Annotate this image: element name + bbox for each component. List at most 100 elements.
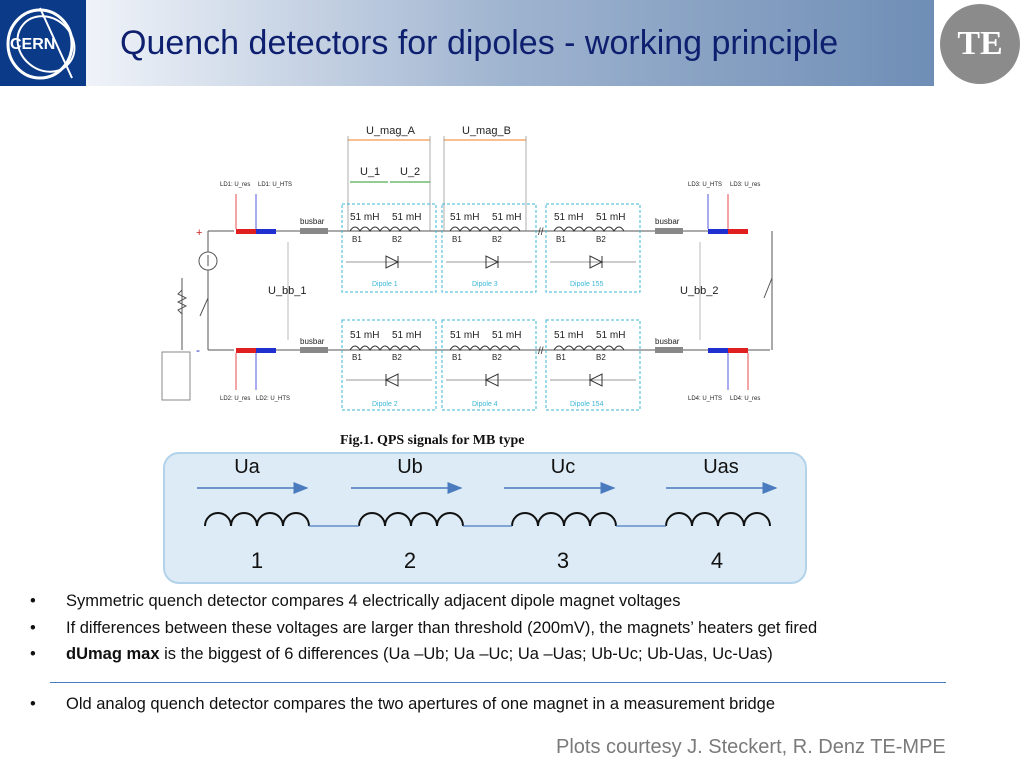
te-logo: TE xyxy=(940,4,1020,84)
cern-logo-graphic: CERN xyxy=(6,7,76,80)
header-bar xyxy=(0,0,934,86)
svg-text:51 mH: 51 mH xyxy=(492,330,521,341)
voltage-label-ub: Ub xyxy=(397,456,423,478)
bullet-text: dUmag max is the biggest of 6 difference… xyxy=(66,645,773,664)
svg-text:B1: B1 xyxy=(556,353,566,362)
svg-text:51 mH: 51 mH xyxy=(450,212,479,223)
bullet-text: Symmetric quench detector compares 4 ele… xyxy=(66,592,681,610)
right-switch-icon xyxy=(763,277,773,299)
u-bb-2-label: U_bb_2 xyxy=(680,285,719,297)
svg-text:Dipole 155: Dipole 155 xyxy=(570,281,604,288)
svg-text:B2: B2 xyxy=(392,353,402,362)
magnet-coil-1 xyxy=(204,512,310,527)
svg-text:51 mH: 51 mH xyxy=(450,330,479,341)
magnet-coil-2 xyxy=(358,512,464,527)
divider-line xyxy=(50,682,946,683)
svg-text:Dipole 154: Dipole 154 xyxy=(570,401,604,408)
busbar-top-right xyxy=(655,228,683,234)
svg-text:51 mH: 51 mH xyxy=(554,212,583,223)
u-1-label: U_1 xyxy=(360,166,380,178)
svg-text:51 mH: 51 mH xyxy=(392,330,421,341)
svg-text:51 mH: 51 mH xyxy=(350,330,379,341)
bullet-dot: • xyxy=(30,592,36,610)
detector-label: LD4: U_HTS xyxy=(688,396,722,402)
svg-text:51 mH: 51 mH xyxy=(392,212,421,223)
magnet-chain-panel: Ua Ub Uc Uas 1 2 3 4 xyxy=(163,452,807,584)
magnet-number-4: 4 xyxy=(710,548,724,573)
svg-text:B2: B2 xyxy=(596,353,606,362)
svg-text:B1: B1 xyxy=(352,353,362,362)
svg-text:B2: B2 xyxy=(492,235,502,244)
svg-text:B2: B2 xyxy=(596,235,606,244)
voltage-label-ua: Ua xyxy=(234,456,260,478)
detector-label: LD2: U_HTS xyxy=(256,396,290,402)
svg-text:B1: B1 xyxy=(452,235,462,244)
busbar-top-left xyxy=(300,228,328,234)
detector-label: LD4: U_res xyxy=(730,396,760,402)
figure-caption: Fig.1. QPS signals for MB type xyxy=(340,433,525,448)
slide-title: Quench detectors for dipoles - working p… xyxy=(120,24,839,62)
voltage-label-uas: Uas xyxy=(703,456,739,478)
bullet-text: Old analog quench detector compares the … xyxy=(66,695,776,713)
break-mark-top: // xyxy=(538,227,544,238)
dipole-box-top-2: 51 mH 51 mH B1 B2 Dipole 3 xyxy=(441,203,537,293)
busbar-bottom-right xyxy=(655,347,683,353)
u-mag-b-label: U_mag_B xyxy=(462,125,511,137)
lead-hts-bottom-right xyxy=(708,348,728,353)
busbar-bottom-left xyxy=(300,347,328,353)
svg-text:B1: B1 xyxy=(452,353,462,362)
magnet-number-3: 3 xyxy=(556,548,570,573)
dipole-box-top-1: 51 mH 51 mH B1 B2 Dipole 1 xyxy=(341,203,437,293)
svg-text:51 mH: 51 mH xyxy=(596,212,625,223)
bullet-text-rest: is the biggest of 6 differences (Ua –Ub;… xyxy=(159,645,773,663)
svg-text:B2: B2 xyxy=(392,235,402,244)
lead-res-top-right xyxy=(728,229,748,234)
dipole-box-bottom-154: 51 mH 51 mH B1 B2 Dipole 154 xyxy=(545,319,641,411)
minus-sign: - xyxy=(196,343,200,357)
plus-sign: + xyxy=(196,227,202,239)
detector-label: LD2: U_res xyxy=(220,396,250,402)
bullet-dot: • xyxy=(30,645,36,663)
magnet-coil-4 xyxy=(665,512,771,527)
svg-text:51 mH: 51 mH xyxy=(596,330,625,341)
break-mark-bottom: // xyxy=(538,346,544,357)
lead-res-top-left xyxy=(236,229,256,234)
u-mag-a-label: U_mag_A xyxy=(366,125,416,137)
busbar-label: busbar xyxy=(300,217,325,226)
bullet-dot: • xyxy=(30,695,36,713)
lead-hts-bottom-left xyxy=(256,348,276,353)
dipole-box-bottom-2: 51 mH 51 mH B1 B2 Dipole 2 xyxy=(341,319,437,411)
svg-text:Dipole 3: Dipole 3 xyxy=(472,281,498,288)
detector-label: LD3: U_HTS xyxy=(688,182,722,188)
left-switch-icon xyxy=(199,297,209,317)
cern-logo-text: CERN xyxy=(10,36,55,53)
lead-hts-top-left xyxy=(256,229,276,234)
bullet-text: If differences between these voltages ar… xyxy=(66,619,818,637)
magnet-chain-graphic xyxy=(197,482,778,527)
left-resistor-icon xyxy=(176,289,188,315)
svg-text:51 mH: 51 mH xyxy=(492,212,521,223)
detector-label: LD3: U_res xyxy=(730,182,760,188)
svg-text:B2: B2 xyxy=(492,353,502,362)
u-2-label: U_2 xyxy=(400,166,420,178)
voltage-label-uc: Uc xyxy=(550,456,576,478)
svg-text:Dipole 1: Dipole 1 xyxy=(372,281,398,288)
lead-res-bottom-right xyxy=(728,348,748,353)
svg-text:B1: B1 xyxy=(556,235,566,244)
magnet-number-2: 2 xyxy=(403,548,417,573)
dipole-box-bottom-4: 51 mH 51 mH B1 B2 Dipole 4 xyxy=(441,319,537,411)
qps-circuit-diagram: + - U_mag_A U_mag_B U_1 U_2 U_bb_1 U_bb_… xyxy=(161,125,773,411)
svg-text:Dipole 4: Dipole 4 xyxy=(472,401,498,408)
magnet-number-1: 1 xyxy=(250,548,264,573)
credits-text: Plots courtesy J. Steckert, R. Denz TE-M… xyxy=(556,736,946,758)
bullet-bold-term: dUmag max xyxy=(66,645,160,663)
ground-network-icon xyxy=(161,351,191,401)
busbar-label: busbar xyxy=(300,337,325,346)
lead-hts-top-right xyxy=(708,229,728,234)
bullet-dot: • xyxy=(30,619,36,637)
lead-res-bottom-left xyxy=(236,348,256,353)
magnet-coil-3 xyxy=(511,512,617,527)
detector-label: LD1: U_HTS xyxy=(258,182,292,188)
svg-text:B1: B1 xyxy=(352,235,362,244)
detector-label: LD1: U_res xyxy=(220,182,250,188)
